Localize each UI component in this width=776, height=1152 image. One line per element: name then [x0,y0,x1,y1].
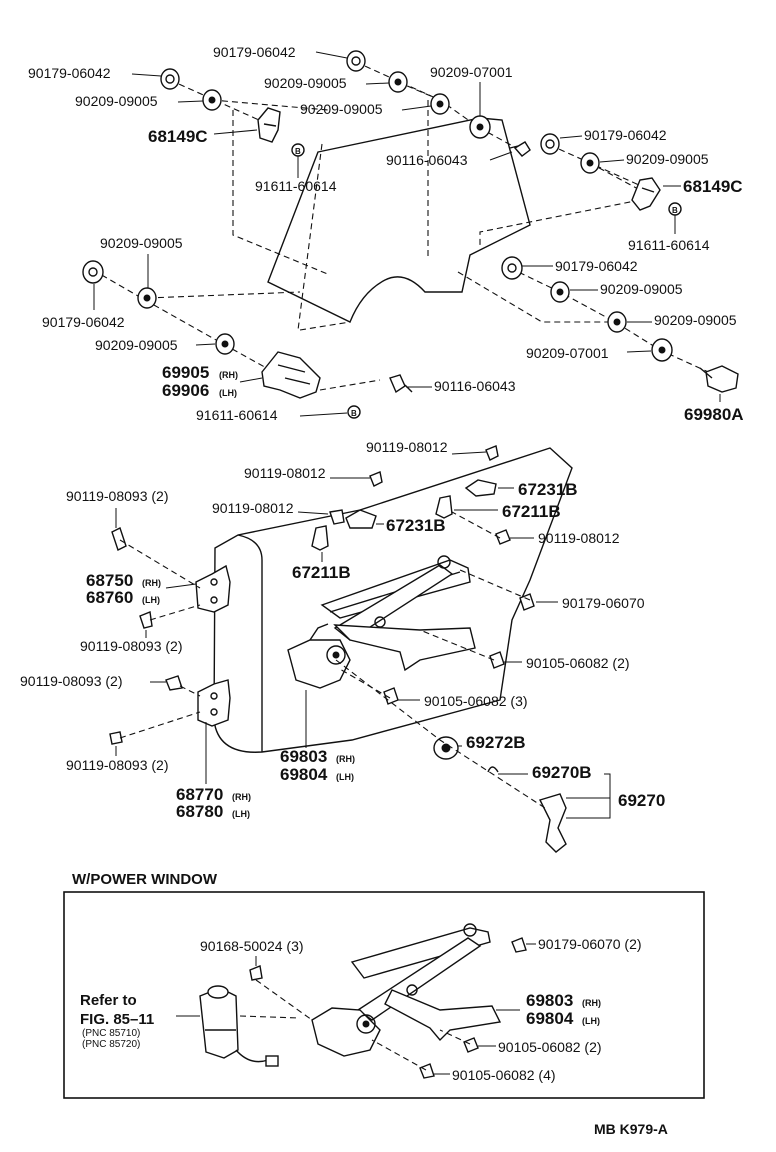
regulator-assembly [287,555,476,689]
door-panel [213,447,573,753]
part-90209-09005-d: 90209-09005 [626,151,709,167]
part-69803-suffix: (RH) [336,754,355,764]
diagram-code: MB K979-A [594,1121,668,1137]
part-69980a: 69980A [684,405,744,424]
part-69272b: 69272B [466,733,526,752]
pnc-85710: (PNC 85710) [82,1028,140,1039]
part-69270b: 69270B [532,763,592,782]
leaders-bottom [176,943,536,1075]
power-window-motor [199,985,279,1067]
part-67231b-b: 67231B [386,516,446,535]
part-91611-60614-a: 91611-60614 [255,178,337,194]
part-69803-pw-suffix: (RH) [582,998,601,1008]
refer-to-text: Refer to [80,992,137,1009]
part-90179-06042-c: 90179-06042 [584,127,667,143]
part-90119-08012-d: 90119-08012 [538,530,620,546]
door-glass [267,117,531,331]
part-90179-06042-e: 90179-06042 [42,314,125,330]
part-69804-pw-suffix: (LH) [582,1016,600,1026]
part-90119-08012-b: 90119-08012 [244,465,326,481]
part-90119-08093-a: 90119-08093 (2) [66,488,168,504]
washer-parts-top [82,50,673,362]
part-90105-06082-c: 90105-06082 (2) [498,1039,602,1055]
part-67231b-a: 67231B [518,480,578,499]
labels-bottom: 90168-50024 (3) 90179-06070 (2) Refer to… [80,936,642,1083]
part-68770: 68770 [176,785,223,804]
power-window-regulator [311,923,502,1057]
assembly-lines-mid [119,511,546,809]
part-90105-06082-b: 90105-06082 (3) [424,693,528,709]
part-90119-08093-c: 90119-08093 (2) [20,673,122,689]
part-90179-06070: 90179-06070 [562,595,645,611]
part-68750-suffix: (RH) [142,578,161,588]
part-90119-08093-b: 90119-08093 (2) [80,638,182,654]
part-69905: 69905 [162,363,209,382]
power-window-box [63,891,705,1099]
part-68770-suffix: (RH) [232,792,251,802]
part-90209-09005-c: 90209-09005 [300,101,383,117]
part-68760-suffix: (LH) [142,595,160,605]
part-67211b-b: 67211B [292,563,351,582]
labels-mid: 90119-08012 90119-08012 67231B 90119-080… [20,439,665,821]
part-90179-06042-d: 90179-06042 [555,258,638,274]
part-68780-suffix: (LH) [232,809,250,819]
refer-fig-text: FIG. 85–11 [80,1011,154,1028]
part-69906: 69906 [162,381,209,400]
power-window-small-parts [239,937,527,1079]
part-90116-06043-b: 90116-06043 [434,378,516,394]
svg-text:B: B [351,409,357,418]
clip-parts-top: B B B [257,107,739,419]
part-90179-06070-b: 90179-06070 (2) [538,936,642,952]
svg-text:B: B [672,206,678,215]
part-90119-08012-a: 90119-08012 [366,439,448,455]
part-69803: 69803 [280,747,327,766]
part-90119-08012-c: 90119-08012 [212,500,294,516]
part-90105-06082-a: 90105-06082 (2) [526,655,630,671]
part-90209-09005-h: 90209-09005 [95,337,178,353]
part-69804: 69804 [280,765,328,784]
part-90209-09005-a: 90209-09005 [75,93,158,109]
part-68149c-b: 68149C [683,177,743,196]
part-90209-09005-g: 90209-09005 [654,312,737,328]
pnc-85720: (PNC 85720) [82,1039,140,1050]
part-90168-50024: 90168-50024 (3) [200,938,304,954]
part-90209-09005-f: 90209-09005 [600,281,683,297]
part-67211b-a: 67211B [502,502,561,521]
part-69803-pw: 69803 [526,991,573,1010]
part-91611-60614-b: 91611-60614 [628,237,710,253]
part-91611-60614-c: 91611-60614 [196,407,278,423]
part-90209-09005-b: 90209-09005 [264,75,347,91]
mid-small-parts [109,445,567,853]
part-69804-pw: 69804 [526,1009,574,1028]
part-90119-08093-d: 90119-08093 (2) [66,757,168,773]
part-90179-06042-a: 90179-06042 [28,65,111,81]
part-90209-07001-a: 90209-07001 [430,64,513,80]
labels-top: 90179-06042 90179-06042 90209-09005 9020… [28,44,744,424]
part-90105-06082-d: 90105-06082 (4) [452,1067,556,1083]
part-68149c-a: 68149C [148,127,208,146]
svg-text:B: B [295,147,301,156]
part-69906-suffix: (LH) [219,388,237,398]
part-90179-06042-b: 90179-06042 [213,44,296,60]
assembly-lines-top [92,61,716,391]
leaders-top [93,51,721,417]
part-90209-07001-b: 90209-07001 [526,345,609,361]
part-68760: 68760 [86,588,133,607]
part-90116-06043-a: 90116-06043 [386,152,468,168]
part-68750: 68750 [86,571,133,590]
part-69804-suffix: (LH) [336,772,354,782]
leaders-mid [115,451,611,819]
part-69905-suffix: (RH) [219,370,238,380]
part-68780: 68780 [176,802,223,821]
power-window-heading: W/POWER WINDOW [72,871,218,888]
hinge-parts [195,564,231,727]
part-90209-09005-e: 90209-09005 [100,235,183,251]
part-69270: 69270 [618,791,665,810]
